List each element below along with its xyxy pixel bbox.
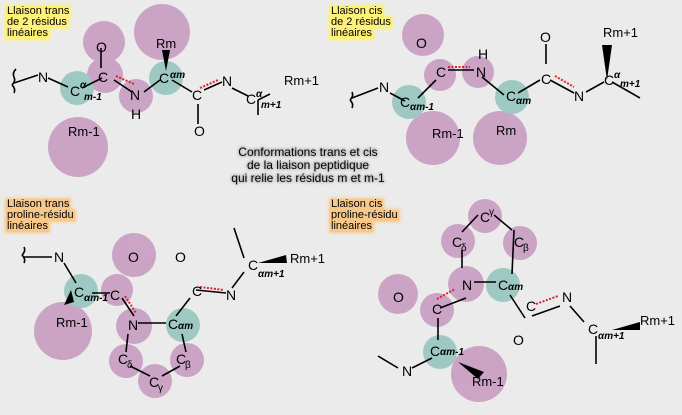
subscript: αm+1 xyxy=(258,269,285,280)
r-group: Rm+1 xyxy=(290,251,325,266)
alpha-symbol: α xyxy=(80,80,87,91)
subscript: αm xyxy=(516,96,531,107)
label-line: Llaison cis xyxy=(330,5,384,17)
atom-N: N xyxy=(128,317,138,333)
subscript: m+1 xyxy=(261,100,282,111)
atom-N: N xyxy=(402,363,412,379)
label-line: proline-résidu xyxy=(6,209,75,221)
label-line: Llaison cis xyxy=(330,198,384,210)
subscript: m+1 xyxy=(620,79,641,90)
label-line: Llaison trans xyxy=(6,5,71,17)
alpha-symbol: α xyxy=(614,70,621,81)
atom-O: O xyxy=(175,249,186,265)
r-group: Rm+1 xyxy=(640,313,675,328)
atom-Cbeta: C xyxy=(176,351,186,367)
subscript: m-1 xyxy=(84,92,102,103)
subscript: αm-1 xyxy=(410,102,434,113)
atom-N: N xyxy=(574,88,584,104)
label-line: proline-résidu xyxy=(330,209,399,221)
alpha-symbol: α xyxy=(256,89,263,100)
atom-Ca: C xyxy=(74,284,84,300)
label-line: Llaison trans xyxy=(6,198,71,210)
atom-N: N xyxy=(222,73,232,89)
atom-Cbeta: C xyxy=(514,234,524,250)
atom-N: N xyxy=(130,87,140,103)
atom-Cgamma: C xyxy=(149,374,159,390)
panel-label-bottom-left: Llaison trans proline-résidu linéaires xyxy=(6,199,75,232)
atom-O: O xyxy=(513,332,524,348)
atom-C: C xyxy=(192,87,202,103)
r-group: Rm-1 xyxy=(432,126,464,141)
label-line: linéaires xyxy=(330,220,373,232)
atom-N: N xyxy=(379,79,389,95)
atom-N: N xyxy=(226,287,236,303)
caption-line: Conformations trans et cis xyxy=(238,145,378,159)
subscript: αm+1 xyxy=(598,331,625,342)
atom-N: N xyxy=(562,289,572,305)
atom-N: N xyxy=(38,69,48,85)
atom-O: O xyxy=(194,123,205,139)
panel-label-top-left: Llaison trans de 2 résidus linéaires xyxy=(6,5,71,39)
atom-Ca: C xyxy=(604,72,614,88)
atom-C: C xyxy=(110,287,120,303)
atom-Cdelta: C xyxy=(118,351,128,367)
atom-Ca: C xyxy=(248,257,258,273)
atom-C: C xyxy=(192,283,202,299)
greek-delta: δ xyxy=(461,243,467,254)
label-line: de 2 résidus xyxy=(330,16,392,28)
subscript: αm-1 xyxy=(440,347,464,358)
greek-gamma: γ xyxy=(158,383,163,394)
atom-Ca: C xyxy=(430,343,440,359)
atom-N: N xyxy=(462,277,472,293)
r-group: Rm xyxy=(496,123,516,138)
atom-Ca: C xyxy=(246,91,256,107)
r-group: Rm-1 xyxy=(472,374,504,389)
atom-Ca: C xyxy=(168,316,178,332)
atom-C: C xyxy=(432,301,442,317)
r-group: Rm-1 xyxy=(56,315,88,330)
atom-H: H xyxy=(131,106,141,122)
atom-Cgamma: C xyxy=(480,209,490,225)
greek-beta: β xyxy=(185,360,191,371)
subscript: αm xyxy=(508,282,523,293)
atom-Cdelta: C xyxy=(452,234,462,250)
atom-Ca: C xyxy=(159,70,169,86)
atom-Ca: C xyxy=(588,321,598,337)
atom-O: O xyxy=(540,29,551,45)
panel-label-top-right: Llaison cis de 2 résidus linéaires xyxy=(330,6,392,39)
atom-Ca: C xyxy=(400,94,410,110)
atom-O: O xyxy=(96,39,107,55)
atom-C: C xyxy=(98,69,108,85)
subscript: αm xyxy=(178,321,193,332)
atom-O: O xyxy=(393,289,404,305)
atom-N: N xyxy=(476,64,486,80)
atom-C: C xyxy=(436,64,446,80)
label-line: de 2 résidus xyxy=(6,16,68,28)
label-line: linéaires xyxy=(6,220,49,232)
r-group: Rm+1 xyxy=(284,73,319,88)
label-line: linéaires xyxy=(6,27,49,39)
atom-Ca: C xyxy=(70,83,80,99)
caption-line: qui relie les résidus m et m-1 xyxy=(231,171,385,185)
atom-Ca: C xyxy=(498,277,508,293)
atom-H: H xyxy=(478,46,488,62)
r-group: Rm+1 xyxy=(603,25,638,40)
atom-O: O xyxy=(416,35,427,51)
atom-C: C xyxy=(526,298,536,314)
atom-O: O xyxy=(128,249,139,265)
greek-gamma: γ xyxy=(489,207,494,218)
diagram-caption: Conformations trans et cis de la liaison… xyxy=(208,146,408,185)
subscript: αm-1 xyxy=(84,293,108,304)
atom-C: C xyxy=(541,71,551,87)
label-line: linéaires xyxy=(330,27,373,39)
r-group: Rm-1 xyxy=(68,124,100,139)
atom-N: N xyxy=(54,249,64,265)
greek-beta: β xyxy=(523,243,529,254)
atom-Ca: C xyxy=(506,88,516,104)
panel-label-bottom-right: Llaison cis proline-résidu linéaires xyxy=(330,199,399,232)
caption-line: de la liaison peptidique xyxy=(246,158,370,172)
r-group: Rm xyxy=(156,36,176,51)
greek-delta: δ xyxy=(127,360,133,371)
subscript: αm xyxy=(170,70,185,81)
